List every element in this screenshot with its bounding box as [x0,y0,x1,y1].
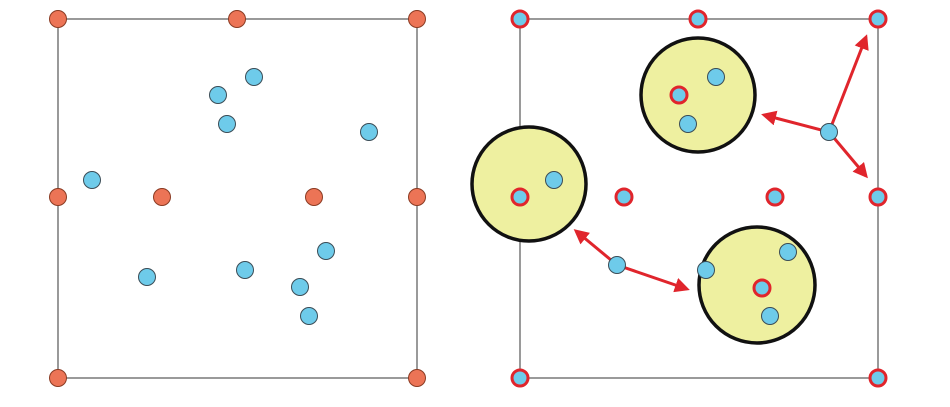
anchor-point [153,188,171,206]
sample-point [779,243,797,261]
left-anchor-points [49,10,426,387]
grid-point [688,9,708,29]
sample-point [820,123,838,141]
sample-point [360,123,378,141]
grid-point [510,9,530,29]
sample-point [236,261,254,279]
sample-point [300,307,318,325]
sample-point [761,307,779,325]
sample-point [138,268,156,286]
grid-point [765,187,785,207]
grid-point [868,9,888,29]
sample-point [608,256,626,274]
arrow [616,263,690,293]
anchor-point [49,10,67,28]
sample-point [707,68,725,86]
neighborhood-circle [470,125,588,243]
anchor-point [408,369,426,387]
sample-point [545,171,563,189]
grid-point [669,85,689,105]
grid-point [510,187,530,207]
right-sample-points [545,68,838,325]
anchor-point [305,188,323,206]
anchor-point [228,10,246,28]
sample-point [245,68,263,86]
arrow [761,110,830,134]
arrow [827,131,868,179]
anchor-point [408,10,426,28]
grid-point [752,278,772,298]
right-grid-points [510,9,888,388]
sample-point [209,86,227,104]
anchor-point [49,188,67,206]
left-sample-points [83,68,378,325]
neighborhood-circle [639,36,757,154]
grid-point [614,187,634,207]
sample-point [679,115,697,133]
anchor-point [49,369,67,387]
sample-point [697,261,715,279]
arrow [827,34,869,133]
left-panel-frame [57,18,418,379]
sample-point [291,278,309,296]
grid-point [510,368,530,388]
sample-point [218,115,236,133]
neighborhood-circles [470,36,817,345]
left-panel [49,10,426,387]
anchor-point [408,188,426,206]
grid-point [868,187,888,207]
right-panel [470,9,888,388]
grid-point [868,368,888,388]
sample-point [83,171,101,189]
sample-point [317,242,335,260]
